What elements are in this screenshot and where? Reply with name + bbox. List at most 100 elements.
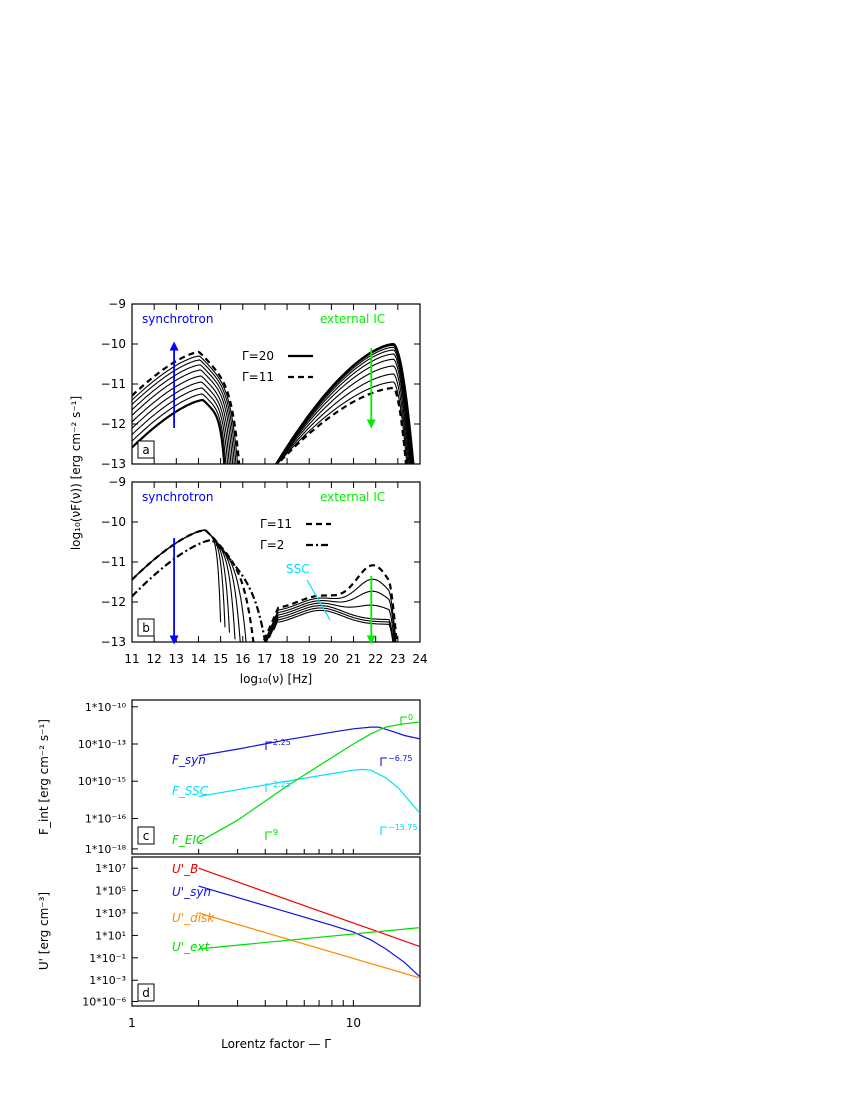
panel-a-curves — [132, 342, 415, 464]
sed-a-sync-gamma-20 — [132, 398, 226, 464]
panel-b-ytick-label: −10 — [101, 515, 126, 529]
panel-d-label-box — [137, 983, 155, 1002]
panel-b-xtick-label: 12 — [147, 652, 162, 666]
slope-bracket-icon — [265, 741, 272, 750]
sed-a-eic-gamma-15 — [275, 358, 411, 464]
panel-b-ssc-label: SSC — [286, 562, 310, 576]
d-series-ub: U'_B — [172, 862, 198, 876]
d-y-axis-label: U' [erg cm⁻³] — [37, 892, 51, 970]
d-x-axis-label: Lorentz factor — Γ — [221, 1037, 331, 1051]
sed-a-eic-gamma-13 — [276, 373, 409, 464]
panel-c-line-f-syn — [198, 726, 420, 757]
slope-bracket-icon — [380, 757, 387, 766]
panel-d-ytick-label: 10*10⁻⁶ — [82, 996, 126, 1009]
slope-label: −15.75 — [388, 823, 418, 832]
c-series-fsyn: F_syn — [172, 753, 206, 767]
sed-a-sync-gamma-15 — [132, 369, 234, 464]
sed-a-sync-gamma-13 — [132, 359, 237, 464]
panel-c-ytick-label: 1*10⁻¹⁰ — [85, 701, 127, 714]
ab-y-axis-label: log₁₀(νF(ν)) [erg cm⁻² s⁻¹] — [69, 396, 83, 550]
sed-a-eic-gamma-17 — [275, 349, 413, 464]
sed-a-sync-gamma-14 — [132, 364, 235, 464]
b-x-axis-label: log₁₀(ν) [Hz] — [240, 672, 312, 686]
slope-label: 0 — [408, 713, 413, 722]
panel-b-eic-label: external IC — [320, 490, 385, 504]
sed-a-eic-gamma-16 — [275, 353, 412, 464]
sed-b-eic-gamma-7 — [268, 605, 395, 642]
sed-a-eic-gamma-11 — [276, 386, 408, 464]
panel-d-line-u-disk — [198, 912, 420, 979]
panel-b-xtick-label: 22 — [368, 652, 383, 666]
panel-b-label-box — [137, 618, 155, 637]
panel-a-ytick-label: −11 — [101, 377, 126, 391]
panel-b-xtick-label: 24 — [412, 652, 427, 666]
panel-b-ytick-label: −9 — [108, 475, 126, 489]
panel-d-label: d — [142, 986, 150, 1000]
d-series-usyn: U'_syn — [172, 885, 211, 899]
panel-a-eic-label: external IC — [320, 312, 385, 326]
panel-d-axis-ticks: 1*10⁷1*10⁵1*10³1*10¹1*10⁻¹1*10⁻³10*10⁻⁶1… — [82, 862, 421, 1030]
sed-a-sync-gamma-17 — [132, 381, 230, 464]
panel-a-sync-label: synchrotron — [142, 312, 214, 326]
sed-b-sync-gamma-2 — [132, 538, 267, 642]
sed-b-sync-gamma-6 — [132, 529, 226, 628]
panel-b-xtick-label: 13 — [169, 652, 184, 666]
panel-d-line-u-syn — [198, 885, 420, 978]
panel-b-xtick-label: 21 — [346, 652, 361, 666]
panel-b-xtick-label: 16 — [235, 652, 250, 666]
panel-a-ytick-label: −9 — [108, 297, 126, 311]
sed-a-sync-gamma-11 — [132, 350, 241, 464]
sed-a-sync-gamma-19 — [132, 393, 227, 464]
sed-b-eic-gamma-9 — [264, 590, 396, 642]
sed-b-sync-gamma-11 — [132, 528, 255, 642]
sed-a-eic-gamma-12 — [276, 381, 408, 464]
panel-a-axis-ticks: −9 −10 −11 −12 −13 — [101, 297, 421, 471]
panel-d-line-u-ext — [198, 927, 420, 950]
slope-label: 2.25 — [273, 738, 291, 747]
panel-c-ytick-label: 1*10⁻¹⁶ — [85, 812, 127, 825]
slope-bracket-icon — [400, 716, 407, 725]
d-series-udisk: U'_disk — [172, 911, 215, 925]
c-series-fssc: F_SSC — [172, 784, 209, 798]
panel-b-curves — [132, 528, 398, 642]
panel-a-ytick-label: −13 — [101, 457, 126, 471]
sed-b-eic-gamma-10 — [263, 578, 397, 642]
panel-b-xtick-label: 20 — [324, 652, 339, 666]
sed-a-eic-gamma-14 — [276, 365, 410, 464]
panel-a-legend-2: Γ=11 — [242, 370, 274, 384]
panel-c-ytick-label: 1*10⁻¹⁸ — [85, 843, 127, 856]
panel-b-ytick-label: −11 — [101, 555, 126, 569]
slope-bracket-icon — [380, 826, 387, 835]
panel-b-legend-2: Γ=2 — [260, 538, 284, 552]
panel-b-xtick-label: 15 — [213, 652, 228, 666]
panel-a-label-box — [137, 440, 155, 459]
arrows — [169, 341, 376, 645]
sed-a-eic-gamma-20 — [274, 342, 415, 464]
slope-label: 2.25 — [273, 780, 291, 789]
panel-b-sync-label: synchrotron — [142, 490, 214, 504]
sed-b-eic-gamma-8 — [265, 602, 396, 642]
panel-b-xtick-label: 14 — [191, 652, 206, 666]
panel-d-ytick-label: 1*10¹ — [95, 929, 126, 942]
panel-a-ytick-label: −12 — [101, 417, 126, 431]
sed-b-sync-gamma-5 — [132, 529, 222, 623]
sed-b-eic-gamma-5 — [278, 609, 394, 642]
panel-d-line-u-b — [198, 867, 420, 948]
panel-b-ytick-label: −12 — [101, 595, 126, 609]
panel-b-label: b — [142, 621, 150, 635]
panel-b-xtick-label: 23 — [390, 652, 405, 666]
panel-c-ytick-label: 10*10⁻¹³ — [78, 738, 126, 751]
panel-a-legend-1: Γ=20 — [242, 349, 274, 363]
panel-b-xtick-label: 19 — [302, 652, 317, 666]
panel-c-line-f-eic — [198, 721, 420, 843]
panel-d-ytick-label: 1*10⁵ — [95, 885, 126, 898]
panel-b-xtick-label: 11 — [124, 652, 139, 666]
d-series-uext: U'_ext — [172, 940, 211, 954]
panel-c-line-f-ssc — [198, 768, 420, 814]
panel-a-label: a — [142, 443, 149, 457]
sed-b-eic-gamma-6 — [273, 607, 394, 642]
panel-d-xtick-label: 10 — [346, 1016, 361, 1030]
panel-a-ytick-label: −10 — [101, 337, 126, 351]
